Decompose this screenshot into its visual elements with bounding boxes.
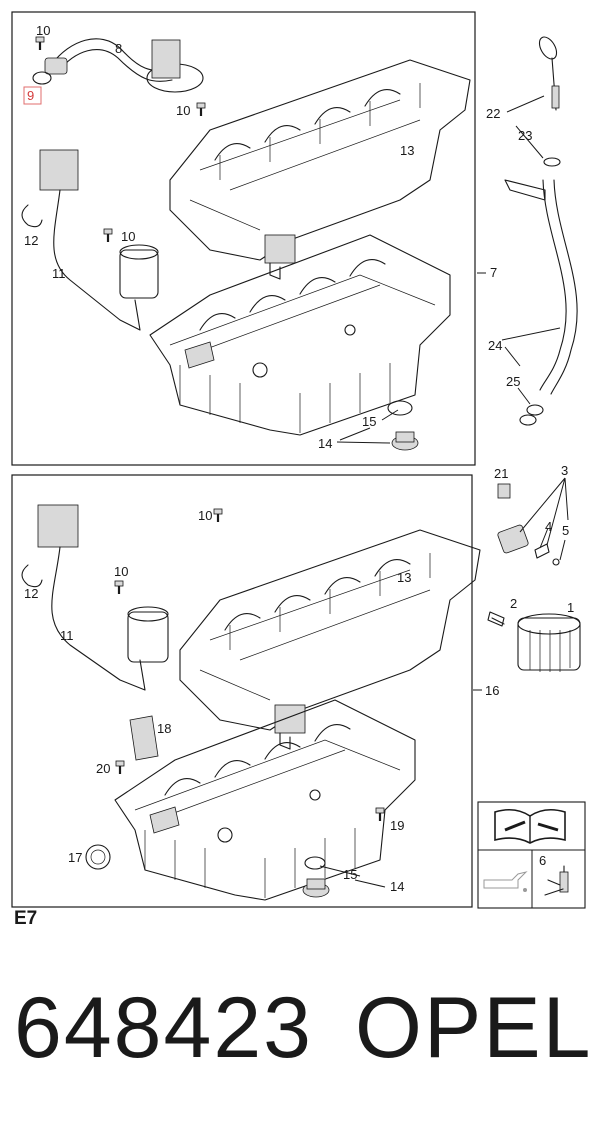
part-number: 648423 xyxy=(14,980,313,1076)
callout-label: 7 xyxy=(490,265,497,280)
callout-label: 15 xyxy=(362,414,376,429)
callout-label: 10 xyxy=(114,564,128,579)
o-ring-23 xyxy=(543,157,561,167)
plug-2 xyxy=(487,611,505,627)
callout-label: 6 xyxy=(539,853,546,868)
breather-pipe xyxy=(44,38,204,93)
callout-label: 5 xyxy=(562,523,569,538)
bolt-10 xyxy=(113,579,125,596)
callout-label: 2 xyxy=(510,596,517,611)
callout-label: 14 xyxy=(318,436,332,451)
callout-labels-bottom: 10 13 12 10 11 16 18 20 19 17 15 14 xyxy=(24,508,499,894)
callout-label: 19 xyxy=(390,818,404,833)
baffle-18 xyxy=(129,715,159,761)
callout-label: 23 xyxy=(518,128,532,143)
callout-label: 21 xyxy=(494,466,508,481)
callout-label: 4 xyxy=(545,519,552,534)
callout-label: 3 xyxy=(561,463,568,478)
callout-label: 13 xyxy=(400,143,414,158)
callout-label: 1 xyxy=(567,600,574,615)
callout-labels-side: 22 23 24 25 21 3 4 5 2 1 6 xyxy=(486,106,574,868)
callout-label: 11 xyxy=(60,628,74,643)
oil-can-icon xyxy=(483,871,528,892)
seal-15 xyxy=(387,400,413,416)
dipstick-tube-icon xyxy=(544,865,569,896)
bolt-10 xyxy=(195,101,207,118)
brand-name: OPEL xyxy=(355,980,593,1076)
callout-labels-top: 10 8 9 10 13 12 10 11 7 15 14 xyxy=(24,23,497,451)
callout-label: 16 xyxy=(485,683,499,698)
leader-lines xyxy=(319,95,569,888)
callout-label: 8 xyxy=(115,41,122,56)
dipstick-tube-24 xyxy=(504,179,578,395)
oil-baffle-13 xyxy=(179,529,481,750)
plug-21 xyxy=(497,483,511,499)
callout-label: 12 xyxy=(24,233,38,248)
callout-label: 9 xyxy=(27,88,34,103)
bolt-10 xyxy=(34,35,46,52)
callout-label: 14 xyxy=(390,879,404,894)
callout-label: 12 xyxy=(24,586,38,601)
callout-label: 24 xyxy=(488,338,502,353)
bolt-20 xyxy=(114,759,126,776)
bolt-10 xyxy=(102,227,114,244)
callout-label: 20 xyxy=(96,761,110,776)
callout-label: 17 xyxy=(68,850,82,865)
drain-plug-14 xyxy=(302,878,330,898)
clip-12 xyxy=(21,204,43,228)
callout-label: 10 xyxy=(176,103,190,118)
callout-label: 15 xyxy=(343,867,357,882)
dipstick-22 xyxy=(538,36,560,111)
callout-label: 22 xyxy=(486,106,500,121)
seal-25 xyxy=(519,404,544,426)
clip-12 xyxy=(21,564,43,588)
callout-label: 10 xyxy=(36,23,50,38)
legend-box xyxy=(477,801,586,909)
manual-book-icon xyxy=(494,808,566,844)
callout-label: 18 xyxy=(157,721,171,736)
callout-label: 10 xyxy=(121,229,135,244)
bolt-10 xyxy=(212,507,224,524)
oil-level-sensor-11 xyxy=(39,149,159,331)
highlight-box-9 xyxy=(23,86,42,105)
bolt-19 xyxy=(374,806,386,823)
seal-17 xyxy=(85,844,111,870)
diagram-code: E7 xyxy=(14,908,38,929)
oil-filter-1 xyxy=(517,613,581,672)
seal-15 xyxy=(304,856,326,870)
upper-assembly-frame xyxy=(11,11,476,466)
callout-label: 10 xyxy=(198,508,212,523)
callout-label: 25 xyxy=(506,374,520,389)
oil-level-sensor-11 xyxy=(37,504,169,691)
oil-pan xyxy=(149,234,451,436)
drain-plug-14 xyxy=(391,431,419,451)
callout-label: 13 xyxy=(397,570,411,585)
oil-baffle-13 xyxy=(169,59,471,280)
seal-ring-9 xyxy=(32,71,52,85)
callout-label: 11 xyxy=(52,266,66,281)
lower-assembly-frame xyxy=(11,474,473,908)
